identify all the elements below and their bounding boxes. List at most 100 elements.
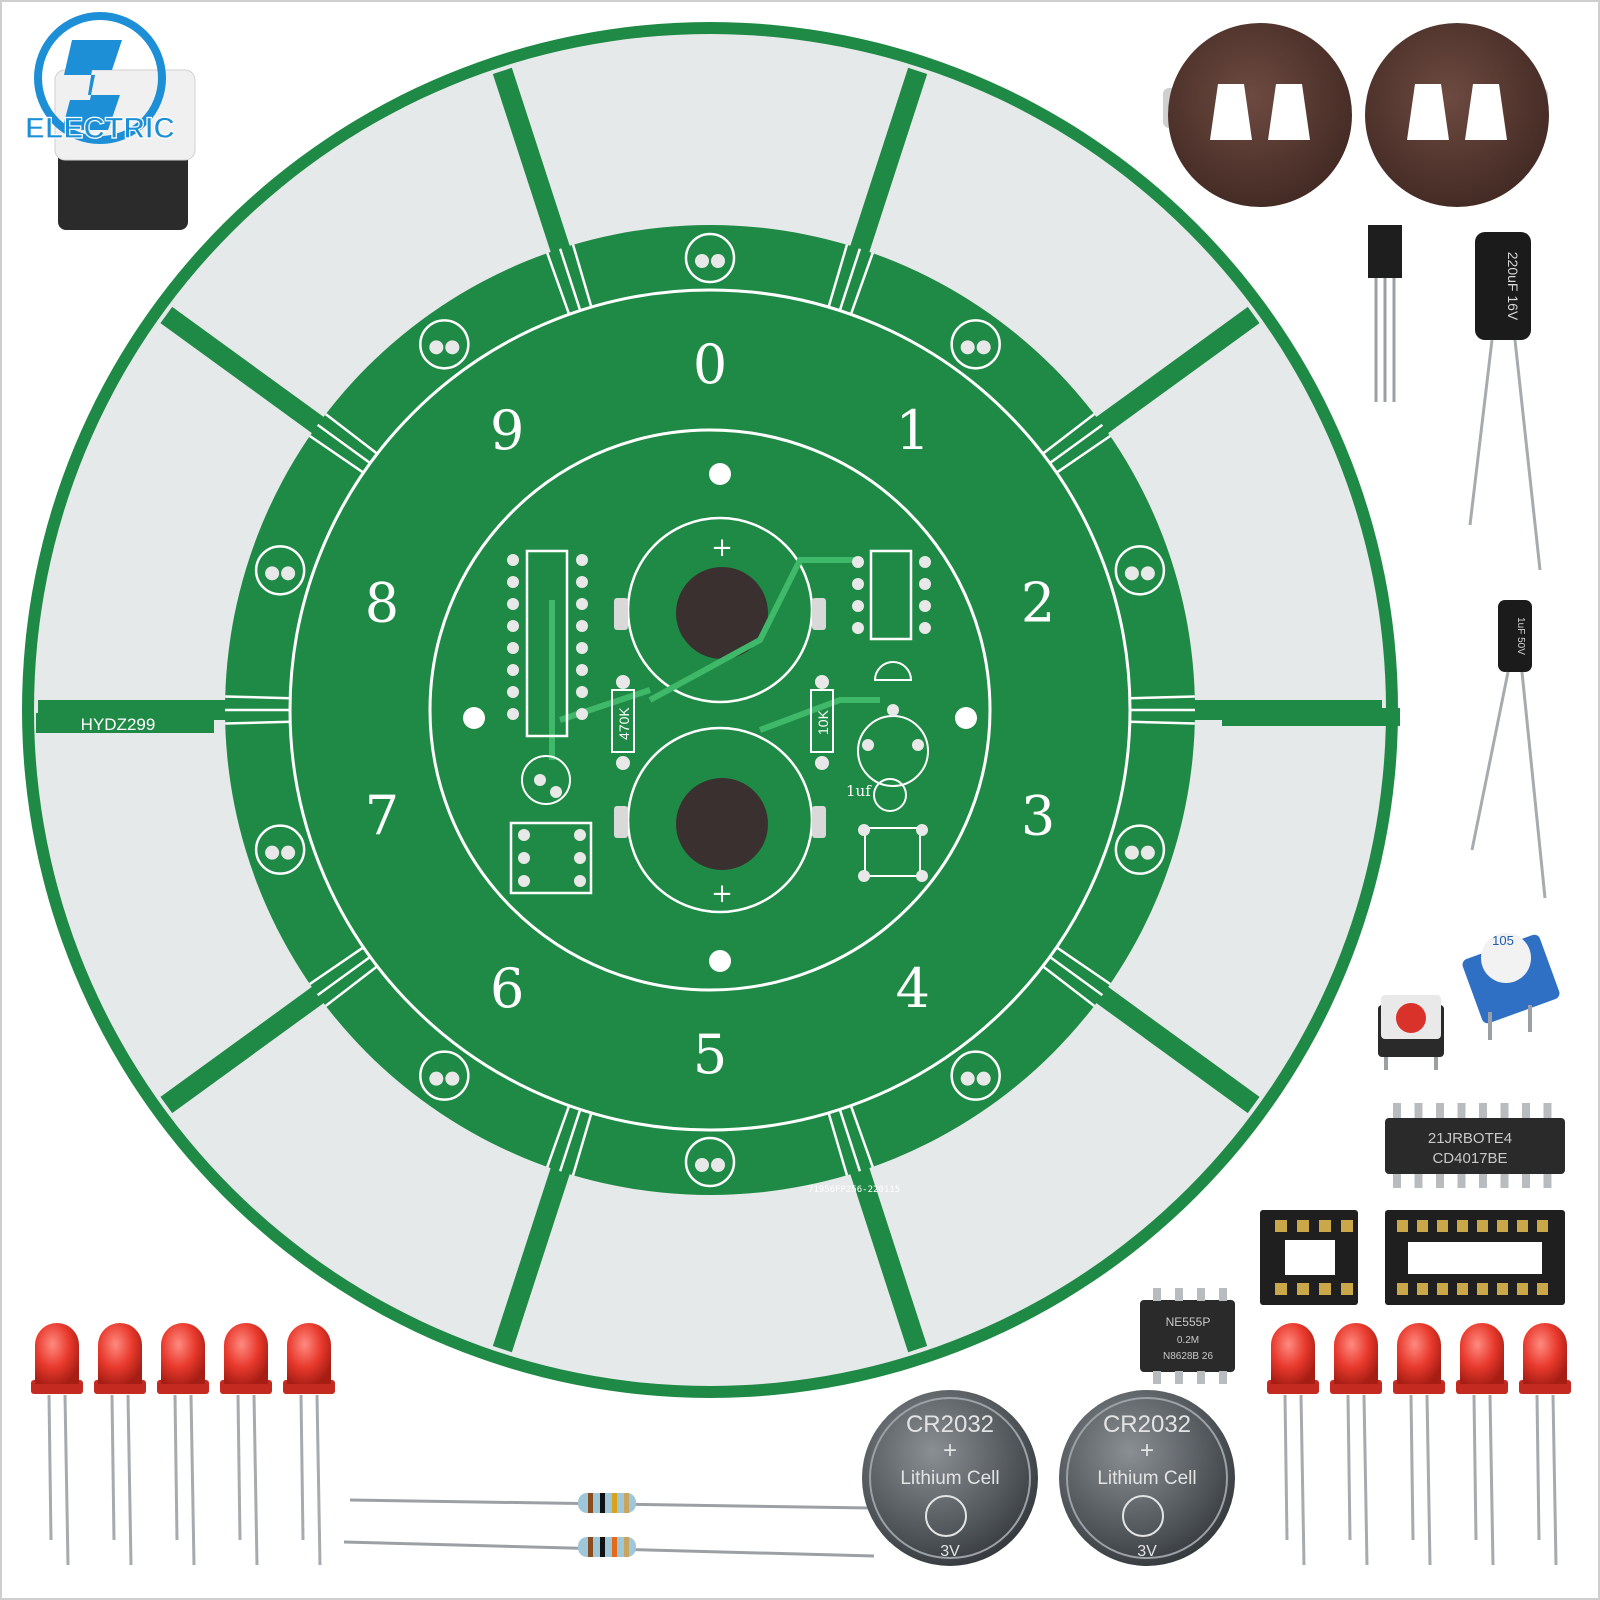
- pad: [534, 774, 546, 786]
- led-lead: [236, 1394, 242, 1541]
- resistor-footprint: [810, 689, 834, 753]
- pad: [887, 704, 899, 716]
- ic-pin: [1479, 1172, 1487, 1188]
- pad: [919, 556, 931, 568]
- resistor-footprint: [611, 689, 635, 753]
- led-lead: [110, 1394, 116, 1541]
- segment-tick: [827, 1112, 849, 1176]
- resistor-label-10k: 10K: [815, 709, 831, 735]
- led-lead: [1346, 1394, 1352, 1541]
- led-lead: [1425, 1394, 1432, 1566]
- digit-label-1: 1: [896, 399, 930, 462]
- silk-circle-inner: [428, 428, 992, 992]
- coin-cell-type: Lithium Cell: [1097, 1468, 1196, 1489]
- ic-555-line1: NE555P: [1166, 1315, 1211, 1329]
- ic-pin: [1219, 1288, 1227, 1301]
- logo-text: ELECTRIC: [25, 112, 175, 145]
- ic-pin: [1414, 1172, 1423, 1188]
- ic-pin: [1436, 1172, 1444, 1188]
- pad: [815, 756, 829, 770]
- silk-circle-outer: [288, 288, 1132, 1132]
- socket-contact: [1497, 1283, 1508, 1295]
- segment-divider: [848, 1163, 928, 1353]
- ic-socket-16: [1385, 1210, 1565, 1305]
- segment-divider: [1092, 306, 1260, 436]
- ic-pin: [1522, 1103, 1530, 1120]
- led-lead: [1551, 1394, 1558, 1566]
- led-pad: [1140, 845, 1155, 860]
- child-safety-icon: [1122, 1495, 1164, 1537]
- socket-contact: [1341, 1283, 1353, 1295]
- segment-tick: [546, 252, 571, 315]
- segment-tick: [324, 413, 379, 455]
- led-pad: [711, 1158, 725, 1172]
- coin-cell-rim: [1066, 1397, 1228, 1559]
- segment-tick: [1041, 413, 1096, 455]
- segment-tick: [1129, 695, 1195, 700]
- brand-logo: ELECTRIC: [24, 12, 196, 230]
- socket-contact: [1417, 1220, 1428, 1232]
- segment-tick: [1041, 965, 1096, 1007]
- led-lead: [189, 1394, 196, 1566]
- socket-contact: [1497, 1220, 1508, 1232]
- socket-contact: [1341, 1220, 1353, 1232]
- cap-1-label: 1uF 50V: [1515, 617, 1526, 655]
- pad: [858, 870, 870, 882]
- led-pad-outline: [950, 319, 1001, 370]
- digit-label-4: 4: [896, 957, 930, 1020]
- socket-contact: [1477, 1220, 1488, 1232]
- pad: [576, 576, 588, 588]
- coin-cell: [1059, 1390, 1235, 1566]
- led-pad: [960, 1071, 975, 1086]
- coin-cell-rim: [869, 1397, 1031, 1559]
- pad: [518, 875, 530, 887]
- ic-pin: [1153, 1288, 1161, 1301]
- pad: [852, 600, 864, 612]
- battery-tab: [614, 598, 628, 630]
- coin-cell-voltage: 3V: [1137, 1543, 1157, 1560]
- segment-tick: [546, 1105, 571, 1168]
- pad: [852, 556, 864, 568]
- ic-pin: [1153, 1371, 1161, 1384]
- cap-footprint: [873, 778, 907, 812]
- red-leds-right: [1267, 1323, 1571, 1566]
- led-pad-outline: [1114, 824, 1166, 875]
- battery-plus-bottom: +: [711, 879, 733, 909]
- segment-tick: [558, 248, 582, 311]
- led-lead: [1362, 1394, 1369, 1566]
- ic-pins: [1393, 1103, 1552, 1188]
- ic16-footprint: [525, 549, 569, 738]
- segment-tick: [849, 252, 874, 315]
- pcb-traces: [549, 557, 880, 760]
- right-arm-bar: [1222, 708, 1400, 726]
- led-lead: [1283, 1394, 1289, 1541]
- segment-tick: [838, 248, 862, 311]
- capacitor-1uf: 1uF 50V: [1470, 600, 1547, 899]
- led-lead: [126, 1394, 133, 1566]
- battery-plus-top: +: [711, 533, 733, 563]
- ic-4017-line2: CD4017BE: [1432, 1150, 1507, 1167]
- digit-label-2: 2: [1021, 571, 1055, 634]
- ic-pin: [1500, 1172, 1509, 1188]
- pad: [576, 686, 588, 698]
- logo-ring-icon: [34, 12, 166, 144]
- pad: [919, 600, 931, 612]
- ic-555-line2: 0.2M: [1177, 1335, 1199, 1346]
- coin-cell-model: CR2032: [906, 1411, 994, 1438]
- button-footprint: [864, 827, 921, 877]
- led-lead: [1299, 1394, 1306, 1566]
- led-pad-outline: [254, 545, 306, 596]
- pad: [576, 598, 588, 610]
- segment-ticks: [225, 244, 1195, 1176]
- led-pad: [1124, 845, 1139, 860]
- ic-pin: [1197, 1371, 1205, 1384]
- pad: [919, 622, 931, 634]
- digit-label-3: 3: [1021, 785, 1055, 848]
- cap-label-1uf: 1uf: [846, 782, 872, 800]
- resistor-2: [343, 1537, 875, 1558]
- digit-label-7: 7: [365, 785, 399, 848]
- pad: [550, 786, 562, 798]
- segment-divider: [160, 306, 328, 436]
- led-pad: [429, 340, 444, 355]
